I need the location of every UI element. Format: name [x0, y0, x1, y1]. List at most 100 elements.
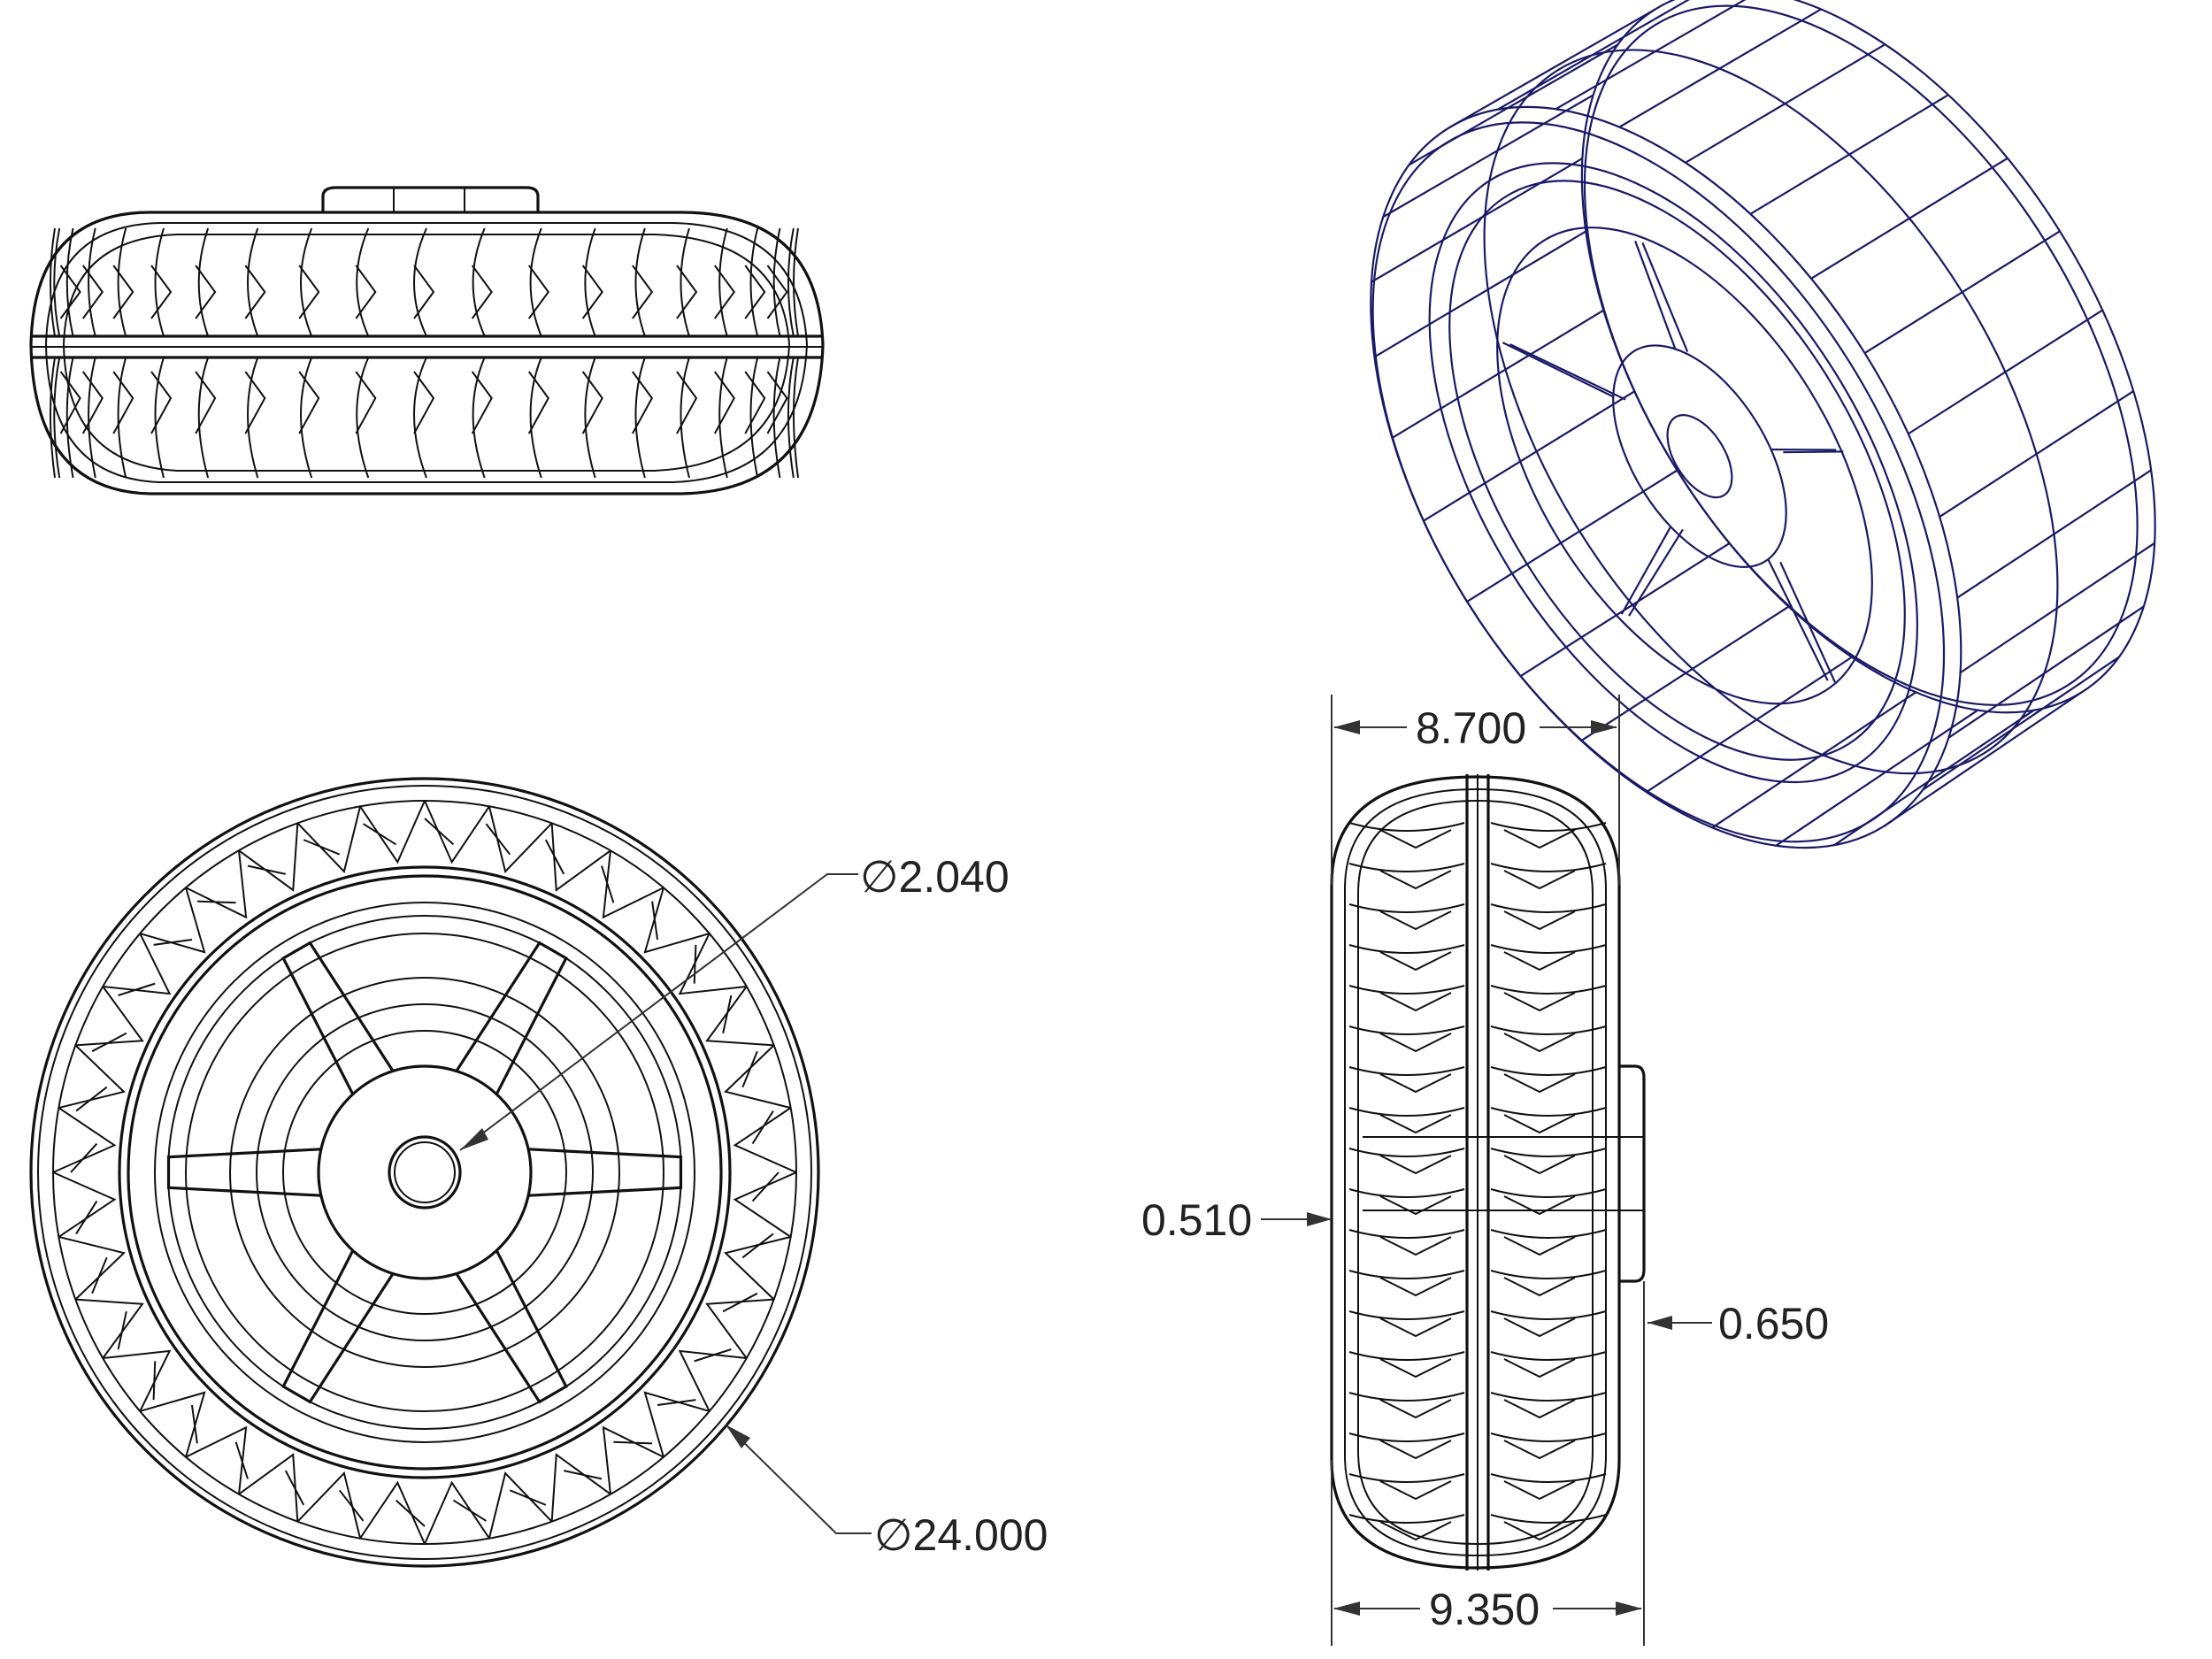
hub-protrusion-label: 0.650 [1718, 1299, 1829, 1348]
iso-tread-block [1580, 605, 1790, 742]
bore-diameter-dimension: ∅2.040 [459, 852, 1010, 1151]
side-rib [1348, 1432, 1607, 1442]
tread-rib [793, 227, 799, 479]
iso-tread-block [1391, 309, 1604, 439]
tread-chevron [713, 265, 736, 434]
side-rib [1348, 1310, 1607, 1320]
isometric-spokes [1502, 240, 1844, 683]
wheel-spoke [281, 1249, 395, 1404]
iso-tread-block [1466, 469, 1678, 603]
tread-pattern [52, 800, 797, 1545]
iso-tread-block [1883, 691, 2083, 827]
side-rib [1348, 1066, 1607, 1076]
iso-tread-block [1956, 469, 2152, 599]
iso-tread-block [1749, 94, 1949, 215]
side-rib-chevron [1379, 1114, 1576, 1134]
tread-block [359, 800, 426, 864]
tread-block [643, 887, 710, 954]
wheel-spoke [281, 941, 395, 1095]
tread-block [359, 1480, 426, 1545]
tread-chevron [150, 265, 173, 434]
tread-block [678, 1348, 747, 1412]
tread-block [424, 1480, 490, 1545]
overall-width-label: 9.350 [1429, 1585, 1540, 1634]
iso-tread-block [1711, 691, 1917, 829]
tread-rib [413, 227, 427, 479]
isometric-view [1370, 0, 2156, 849]
tread-block [724, 1044, 791, 1110]
tread-block [724, 1233, 791, 1301]
tread-chevron [59, 265, 81, 434]
iso-tread-block [1423, 390, 1635, 522]
side-rib [1348, 985, 1607, 995]
tread-chevron [355, 265, 377, 434]
tread-block [58, 1235, 126, 1301]
iso-spoke [1620, 526, 1672, 615]
rib-offset-dimension: 0.510 [1141, 1195, 1332, 1245]
iso-tread-block [1908, 309, 2103, 435]
iso-tread-block [1382, 94, 1594, 219]
wheel-spoke [455, 941, 568, 1095]
side-rib-chevron [1379, 910, 1576, 931]
tread-block [544, 823, 611, 892]
tread-block [705, 986, 774, 1047]
outer-diameter-label: ∅24.000 [874, 1510, 1048, 1560]
tread-chevron [631, 265, 654, 434]
rib-offset-label: 0.510 [1141, 1195, 1252, 1245]
iso-spoke-edge [1783, 450, 1844, 454]
tread-chevron [581, 265, 603, 434]
tread-block [678, 933, 747, 995]
tread-block [601, 850, 664, 919]
outer-diameter-dimension: ∅24.000 [725, 1424, 1048, 1560]
side-rib-chevron [1379, 1358, 1576, 1379]
side-rib-chevron [1379, 951, 1576, 972]
bore-diameter-label: ∅2.040 [860, 852, 1010, 902]
wheel-spoke [166, 1148, 321, 1197]
side-rib-chevron [1379, 870, 1576, 890]
tread-rib [197, 227, 210, 479]
tread-chevron [744, 265, 766, 434]
iso-tread-block [1863, 230, 2061, 354]
iso-tread-block [1959, 541, 2155, 674]
tread-block [139, 1391, 206, 1458]
side-rib [1348, 1392, 1607, 1402]
overall-width-dimension: 9.350 [1331, 1281, 1645, 1646]
iso-tread-block [1618, 8, 1822, 128]
side-rib-chevron [1379, 829, 1576, 849]
tread-chevron [527, 265, 550, 434]
side-rib-chevron [1379, 1277, 1576, 1297]
tread-block [643, 1391, 710, 1458]
tread-block [52, 1171, 117, 1238]
top-view [29, 186, 825, 495]
tread-rib [65, 227, 74, 479]
tread-chevron [471, 265, 493, 434]
tread-rib [718, 227, 728, 479]
iso-tread-block [1947, 605, 2145, 739]
tread-block [733, 1171, 797, 1238]
tread-block [424, 800, 490, 864]
iso-tread-block [1447, 8, 1656, 130]
tread-block [485, 806, 553, 873]
side-rib [1348, 863, 1607, 872]
side-rib [1348, 1229, 1607, 1239]
side-rib-chevron [1379, 1317, 1576, 1338]
isometric-tread-blocks [1371, 0, 2155, 847]
hub-protrusion-dimension: 0.650 [1647, 1299, 1829, 1348]
side-rib [1348, 1473, 1607, 1483]
iso-tread-block [1646, 656, 1853, 794]
tread-rib [356, 227, 370, 479]
iso-tread-block [1939, 390, 2134, 518]
tread-block [52, 1107, 117, 1173]
tread-block [185, 1425, 249, 1494]
tread-rib [584, 227, 596, 479]
iso-spoke-edge [1509, 343, 1626, 401]
wheel-spoke [528, 1148, 683, 1197]
side-rib [1348, 903, 1607, 913]
side-rib [1348, 944, 1607, 954]
iso-spoke-edge [1779, 561, 1836, 683]
wheel-spoke [455, 1249, 568, 1404]
side-rib [1348, 1025, 1607, 1035]
side-rib [1348, 1351, 1607, 1361]
wheel-spokes [166, 941, 683, 1404]
